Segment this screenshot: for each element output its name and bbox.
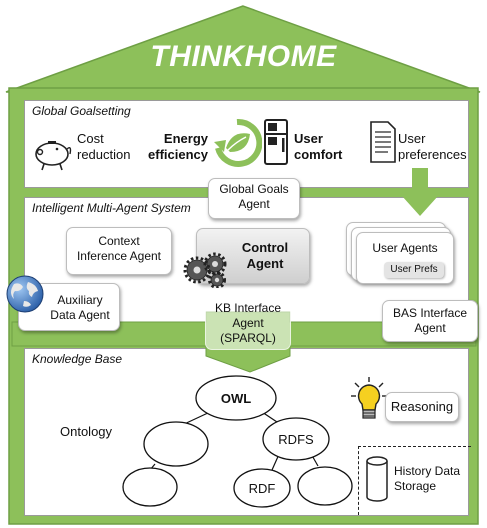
recycle-leaf-icon <box>214 118 262 167</box>
global-goals-line1: Global Goals <box>219 182 289 196</box>
bas-interface-agent[interactable]: BAS Interface Agent <box>382 300 478 342</box>
kb-interface-agent[interactable]: KB Interface Agent (SPARQL) <box>205 296 291 350</box>
energy-line1: Energy <box>163 131 208 146</box>
auxiliary-line1: Auxiliary <box>57 293 103 307</box>
context-inference-agent[interactable]: Context Inference Agent <box>66 227 172 275</box>
cost-line2: reduction <box>77 147 131 162</box>
kb-interface-line1: KB Interface <box>214 301 282 315</box>
gears-icon <box>183 252 227 288</box>
user-agents-label: User Agents <box>372 241 438 255</box>
prefs-line2: preferences <box>398 147 467 162</box>
history-data-label: History Data Storage <box>394 464 460 494</box>
comfort-line1: User <box>294 131 323 146</box>
goalsetting-title: Global Goalsetting <box>32 104 131 118</box>
house-title: THINKHOME <box>0 40 487 74</box>
context-line1: Context <box>98 234 140 248</box>
owl-node <box>195 375 277 421</box>
owl-label: OWL <box>220 391 252 406</box>
rdf-node <box>233 468 291 508</box>
title-text: THINKHOME <box>150 40 337 73</box>
ontology-empty-node-left <box>143 421 209 467</box>
prefs-line1: User <box>398 131 426 146</box>
globe-icon <box>6 275 44 313</box>
mas-title: Intelligent Multi-Agent System <box>32 201 191 215</box>
cost-reduction-label: Cost reduction <box>77 131 130 163</box>
lightbulb-icon <box>351 377 387 419</box>
ontology-label: Ontology <box>60 424 113 439</box>
ontology-empty-node-bottom <box>122 467 178 507</box>
user-preferences-label: User preferences <box>398 131 467 163</box>
history-line1: History Data <box>394 464 461 478</box>
history-line2: Storage <box>394 479 437 493</box>
fridge-icon <box>264 119 288 165</box>
reasoning-box[interactable]: Reasoning <box>385 392 459 422</box>
control-line1: Control <box>241 240 289 255</box>
document-icon <box>370 121 396 163</box>
preferences-down-arrow <box>402 168 438 216</box>
global-goals-agent[interactable]: Global Goals Agent <box>208 178 300 219</box>
user-prefs-text: User Prefs <box>390 264 438 275</box>
piggy-bank-icon <box>35 141 72 171</box>
rdfs-node <box>262 417 330 461</box>
cost-line1: Cost <box>77 131 104 146</box>
auxiliary-line2: Data Agent <box>50 308 110 322</box>
kb-interface-line2: Agent <box>232 316 264 330</box>
bas-line2: Agent <box>414 321 446 335</box>
global-goals-line2: Agent <box>238 197 270 211</box>
user-comfort-label: User comfort <box>294 131 342 163</box>
ontology-empty-node-right <box>297 466 353 506</box>
context-line2: Inference Agent <box>76 249 162 263</box>
kb-interface-line3: (SPARQL) <box>220 331 276 345</box>
energy-line2: efficiency <box>148 147 208 162</box>
rdf-label: RDF <box>248 481 276 496</box>
comfort-line2: comfort <box>294 147 343 162</box>
bas-line1: BAS Interface <box>392 306 468 320</box>
rdfs-label: RDFS <box>278 432 314 447</box>
user-prefs-tag: User Prefs <box>384 262 444 278</box>
database-icon <box>366 456 388 502</box>
control-line2: Agent <box>246 256 284 271</box>
kb-title: Knowledge Base <box>32 352 123 366</box>
energy-efficiency-label: Energy efficiency <box>146 131 208 163</box>
reasoning-label: Reasoning <box>390 399 454 414</box>
history-storage-region <box>358 446 471 515</box>
